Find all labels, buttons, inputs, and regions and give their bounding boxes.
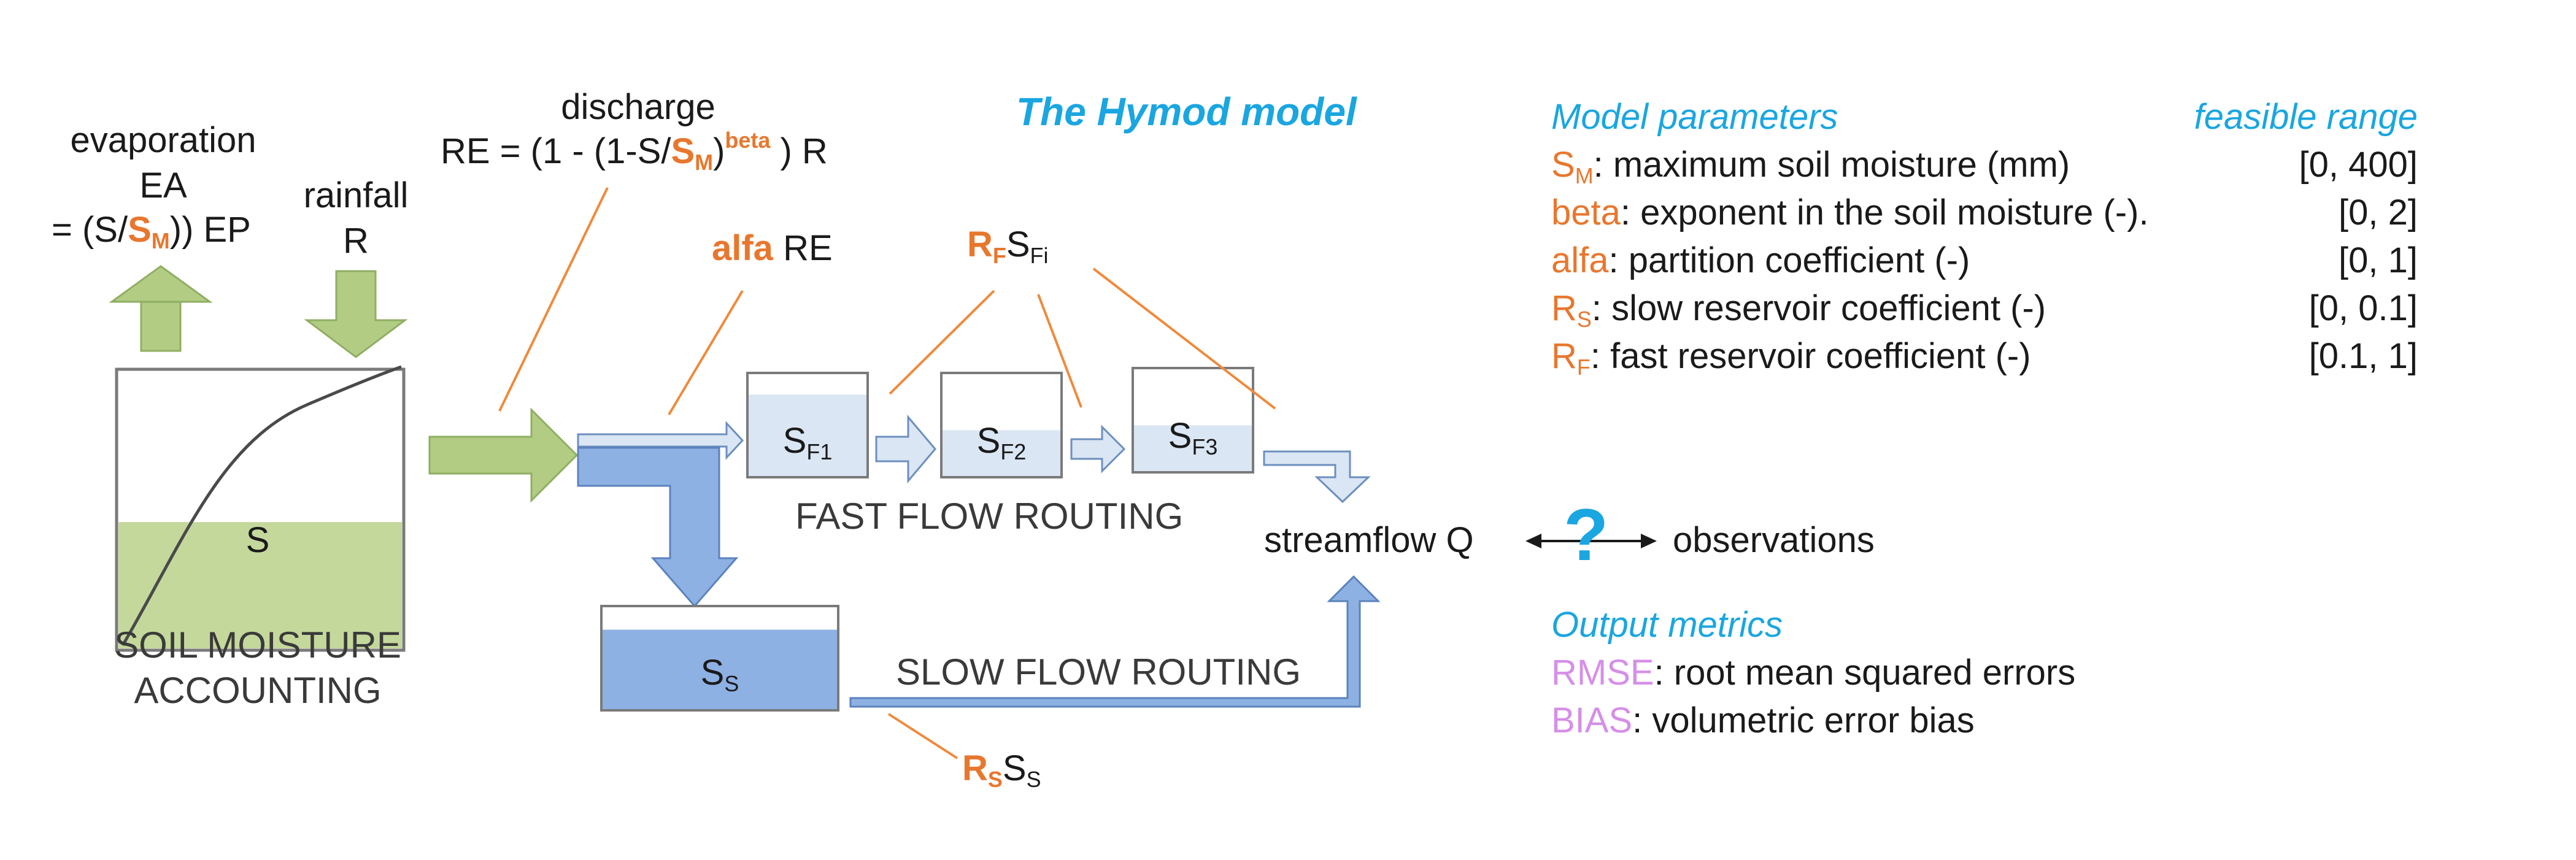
param-range-alfa: [0, 1]	[2339, 240, 2418, 280]
fast-flow-caption: FAST FLOW ROUTING	[795, 496, 1184, 537]
rainfall-label: rainfall	[303, 175, 409, 215]
rf-sfi-label: RFSFi	[967, 225, 1049, 268]
fast-arrow-1-2	[875, 414, 936, 484]
param-symbol: alfa	[1551, 240, 1609, 280]
soil-store-label: S	[245, 520, 270, 560]
param-range-rs: [0, 0.1]	[2308, 288, 2418, 328]
streamflow-label: streamflow Q	[1264, 520, 1474, 560]
evaporation-arrow-body	[140, 301, 182, 352]
fast-reservoir-2-fill	[943, 430, 1060, 476]
observations-label: observations	[1673, 520, 1875, 560]
metric-name: BIAS	[1551, 701, 1633, 740]
diagram-title: The Hymod model	[1016, 90, 1357, 134]
slow-flow-caption: SLOW FLOW ROUTING	[896, 651, 1301, 693]
alfa-connector	[668, 290, 744, 416]
rf-connector-1	[889, 290, 995, 395]
soil-caption-line1: SOIL MOISTURE	[114, 624, 401, 666]
param-range-rf: [0.1, 1]	[2308, 336, 2418, 376]
discharge-formula-param: SM	[671, 131, 714, 175]
rs-connector	[887, 713, 958, 759]
rf-connector-2	[1037, 294, 1082, 408]
param-symbol: RF	[1551, 336, 1591, 380]
fast-reservoir-3-label: SF3	[1168, 416, 1218, 459]
soil-caption-line2: ACCOUNTING	[134, 670, 382, 711]
fast-arrow-2-3	[1070, 424, 1126, 474]
rs-ss-label: RSSS	[962, 748, 1041, 792]
fast-reservoir-3-fill	[1134, 425, 1252, 471]
fast-outflow-arrow	[1263, 450, 1371, 504]
ea-label: EA	[139, 166, 187, 205]
parameter-connectors	[498, 187, 1276, 759]
metric-row-bias: BIAS: volumetric error bias	[1551, 701, 1975, 740]
discharge-connector	[498, 187, 609, 412]
metrics-heading: Output metrics	[1551, 605, 1783, 645]
discharge-label: discharge	[561, 87, 715, 127]
metric-row-rmse: RMSE: root mean squared errors	[1551, 653, 2076, 693]
param-row-beta: beta: exponent in the soil moisture (-).	[1551, 193, 2149, 232]
comparison-arrow-right-head	[1641, 534, 1657, 548]
rf-connector-3	[1092, 267, 1276, 410]
slow-reservoir-label: SS	[700, 653, 739, 696]
range-heading: feasible range	[2194, 97, 2418, 137]
fast-reservoir-1-fill	[749, 394, 866, 476]
alfa-param: alfa	[712, 228, 773, 268]
rf-param: RF	[967, 225, 1006, 268]
param-row-rf: RF: fast reservoir coefficient (-)	[1551, 336, 2031, 380]
rainfall-symbol: R	[343, 221, 369, 261]
metric-name: RMSE	[1551, 653, 1654, 693]
soil-moisture-fill	[118, 522, 402, 648]
discharge-formula-exponent: beta	[725, 127, 771, 153]
question-mark: ?	[1564, 494, 1609, 576]
comparison-arrow-left-head	[1525, 534, 1541, 548]
rainfall-arrow	[304, 270, 408, 358]
runoff-arrow	[428, 407, 579, 503]
evaporation-label: evaporation	[70, 120, 256, 160]
param-symbol: SM	[1551, 145, 1594, 188]
soil-moisture-curve	[121, 365, 402, 647]
fast-split-arrow	[577, 421, 744, 460]
ea-formula-param: SM	[128, 210, 170, 253]
rs-param: RS	[962, 748, 1003, 792]
param-row-sm: SM: maximum soil moisture (mm)	[1551, 145, 2070, 188]
slow-split-arrow	[577, 447, 739, 608]
fast-reservoir-2-label: SF2	[976, 421, 1027, 464]
param-row-rs: RS: slow reservoir coefficient (-)	[1551, 288, 2046, 332]
slow-reservoir-fill	[603, 629, 837, 709]
param-row-alfa: alfa: partition coefficient (-)	[1551, 240, 1970, 280]
param-symbol: beta	[1551, 193, 1621, 232]
ea-formula: = (S/SM)) EP	[52, 210, 251, 253]
slow-outflow-arrow	[849, 575, 1381, 708]
fast-reservoir-1-label: SF1	[782, 421, 833, 464]
param-range-sm: [0, 400]	[2299, 145, 2418, 185]
param-symbol: RS	[1551, 288, 1592, 332]
discharge-formula: RE = (1 - (1-S/SM)beta ) R	[441, 127, 828, 175]
parameters-heading: Model parameters	[1551, 97, 1838, 137]
alfa-re-label: alfa RE	[712, 228, 833, 268]
param-range-beta: [0, 2]	[2339, 193, 2418, 232]
